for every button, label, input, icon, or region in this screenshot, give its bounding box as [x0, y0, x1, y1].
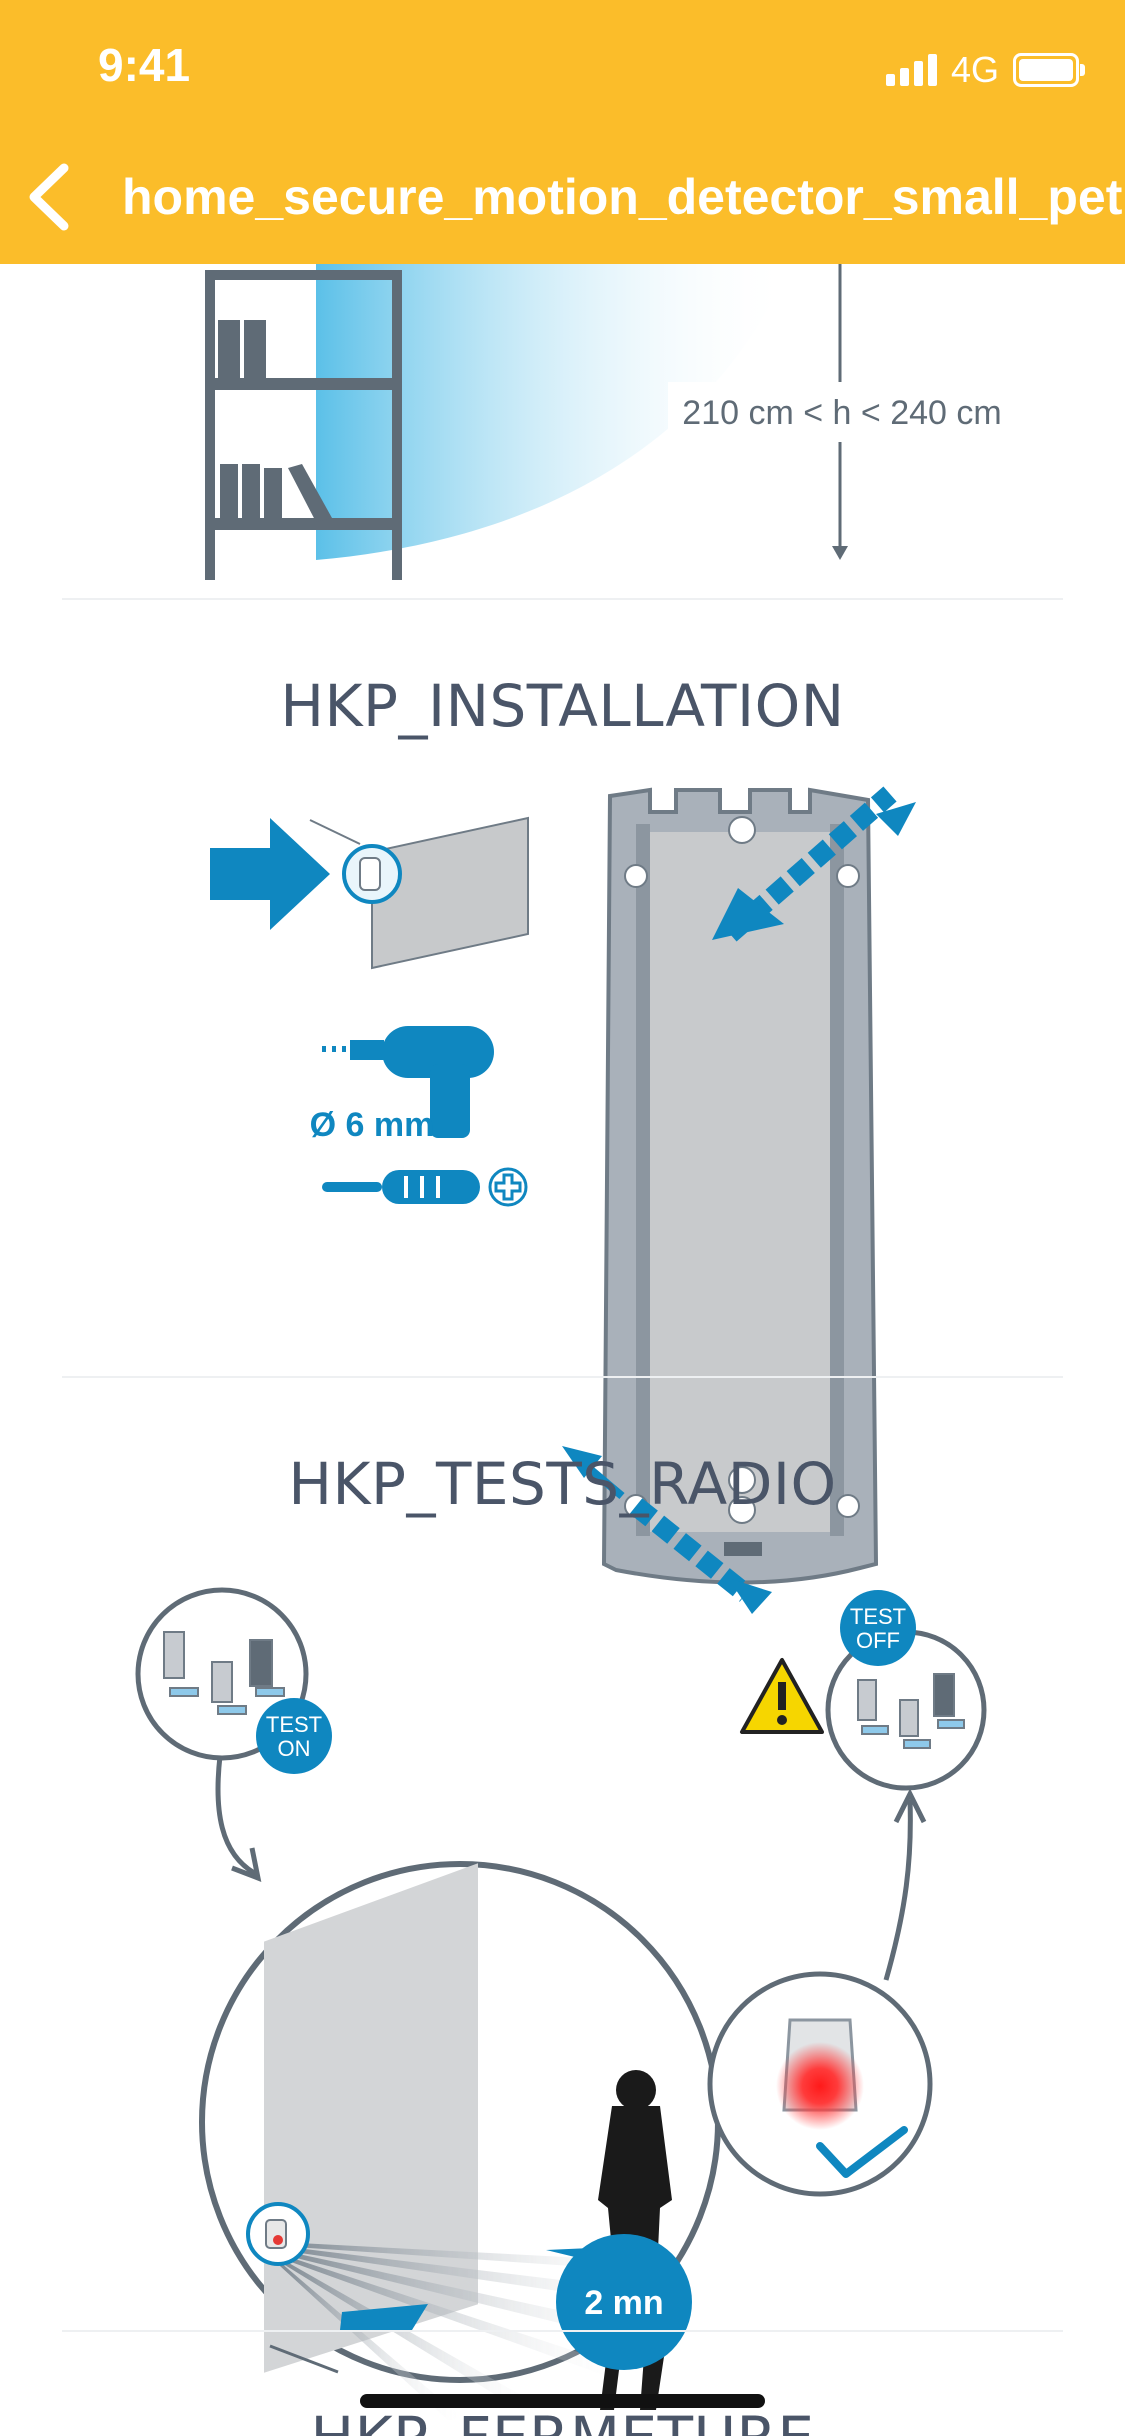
drill-icon — [322, 1026, 494, 1138]
app-header: 9:41 4G home_secure_motion_detector_smal… — [0, 0, 1125, 264]
home-indicator[interactable] — [360, 2394, 765, 2408]
height-illustration: 210 cm < h < 240 cm — [205, 264, 1018, 580]
section-title-installation: HKP_INSTALLATION — [280, 672, 845, 740]
section-title-fermeture: HKP_FERMETURE — [0, 2404, 1125, 2436]
status-icons: 4G — [885, 49, 1085, 90]
content-scroll[interactable]: 210 cm < h < 240 cm HKP_INSTALLATION Ø 6… — [0, 264, 1125, 2436]
chevron-left-icon — [29, 163, 69, 231]
height-label: 210 cm < h < 240 cm — [682, 394, 1001, 432]
test-off-line2: OFF — [856, 1628, 900, 1653]
status-time: 9:41 — [98, 39, 191, 91]
divider — [62, 1376, 1063, 1378]
phillips-icon — [488, 1167, 528, 1207]
mounting-backplate-icon — [601, 787, 879, 1585]
section-title-tests-radio: HKP_TESTS_RADIO — [288, 1450, 837, 1518]
duration-badge: 2 mn — [584, 2284, 663, 2322]
bookshelf-icon — [205, 270, 402, 580]
network-type: 4G — [950, 49, 999, 90]
screw-arrow-bottom-icon — [562, 1446, 772, 1614]
drill-size-label: Ø 6 mm — [310, 1106, 435, 1144]
installation-illustration: Ø 6 mm — [210, 786, 916, 1614]
signal-icon — [885, 54, 937, 86]
test-off-line1: TEST — [850, 1604, 906, 1629]
screw-arrow-top-icon — [712, 786, 916, 942]
page-title: home_secure_motion_detector_small_pet — [122, 169, 1123, 225]
test-on-line2: ON — [278, 1736, 311, 1761]
battery-icon — [1013, 53, 1085, 87]
screwdriver-icon — [322, 1170, 480, 1204]
tests-radio-illustration: TEST ON TEST OFF — [135, 1587, 987, 2420]
warning-icon — [740, 1658, 824, 1734]
arrow-right-icon — [210, 818, 330, 930]
divider — [62, 2330, 1063, 2332]
divider — [62, 598, 1063, 600]
test-on-line1: TEST — [266, 1712, 322, 1737]
back-button[interactable] — [22, 158, 82, 236]
checkmark-icon — [816, 2126, 908, 2178]
detectors-icon — [857, 1673, 965, 1749]
detectors-icon — [163, 1631, 285, 1715]
